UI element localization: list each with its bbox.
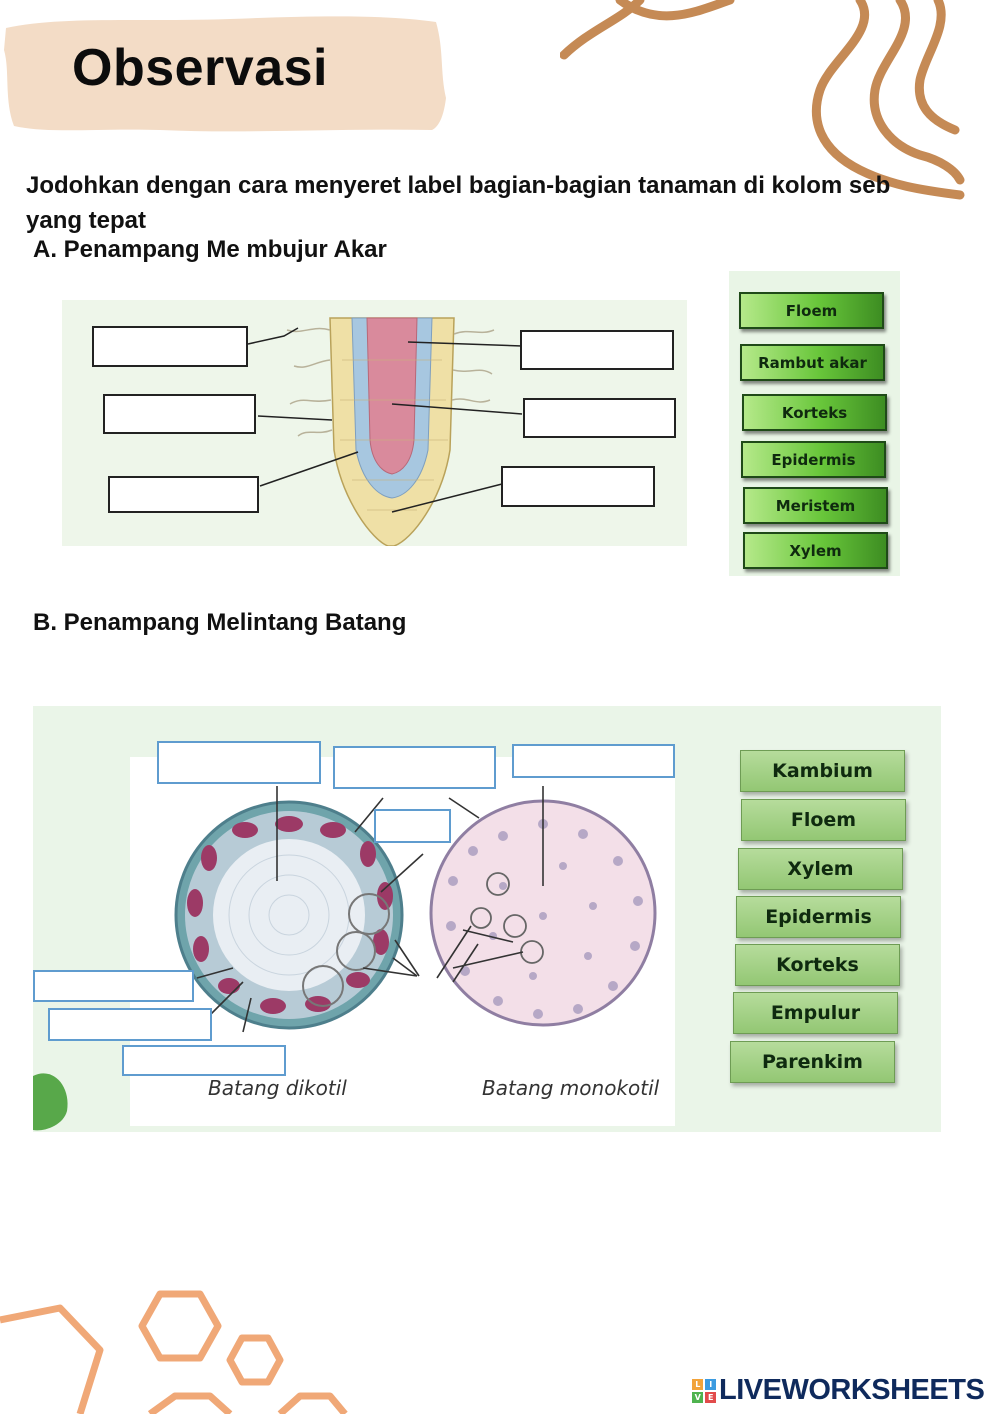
logo-tile-2: I — [705, 1378, 716, 1390]
instruction-line-2: yang tepat — [26, 207, 147, 234]
root-dropbox-6[interactable] — [501, 466, 655, 507]
stem-dropbox-5[interactable] — [33, 970, 194, 1002]
title-banner — [4, 16, 446, 132]
root-dropbox-5[interactable] — [523, 398, 676, 438]
wave-decoration — [560, 0, 965, 200]
instruction-text: Jodohkan dengan cara menyeret label bagi… — [26, 168, 986, 238]
caption-dicot: Batang dikotil — [208, 1076, 347, 1100]
drag-label-floem-a[interactable]: Floem — [739, 292, 884, 329]
drag-label-rambut-akar[interactable]: Rambut akar — [740, 344, 885, 381]
drag-label-korteks-b[interactable]: Korteks — [735, 944, 900, 986]
root-dropbox-1[interactable] — [92, 326, 248, 367]
stem-dropbox-2[interactable] — [333, 746, 496, 789]
root-dropbox-4[interactable] — [520, 330, 674, 370]
root-dropbox-3[interactable] — [108, 476, 259, 513]
drag-label-floem-b[interactable]: Floem — [741, 799, 906, 841]
logo-tile-3: V — [692, 1391, 703, 1403]
hexagon-decoration — [0, 1290, 348, 1414]
stem-dropbox-4[interactable] — [374, 809, 451, 843]
drag-label-epidermis-b[interactable]: Epidermis — [736, 896, 901, 938]
caption-monocot: Batang monokotil — [482, 1076, 660, 1100]
liveworksheets-logo: L I V E LIVEWORKSHEETS — [692, 1374, 985, 1407]
stem-dropbox-6[interactable] — [48, 1008, 212, 1041]
drag-label-xylem-b[interactable]: Xylem — [738, 848, 903, 890]
root-dropbox-2[interactable] — [103, 394, 256, 434]
drag-label-epidermis-a[interactable]: Epidermis — [741, 441, 886, 478]
stem-dropbox-1[interactable] — [157, 741, 321, 784]
root-longitudinal-illustration — [247, 317, 523, 546]
logo-tile-1: L — [692, 1378, 703, 1390]
stem-cross-section-illustration — [33, 786, 657, 1131]
page-title: Observasi — [72, 39, 328, 97]
drag-label-kambium[interactable]: Kambium — [740, 750, 905, 792]
stem-dropbox-3[interactable] — [512, 744, 675, 778]
drag-label-meristem[interactable]: Meristem — [743, 487, 888, 524]
drag-label-empulur[interactable]: Empulur — [733, 992, 898, 1034]
section-a-heading: A. Penampang Me mbujur Akar — [33, 236, 387, 263]
instruction-line-1: Jodohkan dengan cara menyeret label bagi… — [26, 172, 891, 199]
stem-dropbox-7[interactable] — [122, 1045, 286, 1076]
drag-label-parenkim[interactable]: Parenkim — [730, 1041, 895, 1083]
logo-tile-4: E — [705, 1391, 716, 1403]
brand-text: LIVEWORKSHEETS — [719, 1374, 985, 1406]
liveworksheets-logo-icon: L I V E — [692, 1378, 716, 1403]
section-b-heading: B. Penampang Melintang Batang — [33, 609, 407, 636]
drag-label-xylem-a[interactable]: Xylem — [743, 532, 888, 569]
drag-label-korteks-a[interactable]: Korteks — [742, 394, 887, 431]
